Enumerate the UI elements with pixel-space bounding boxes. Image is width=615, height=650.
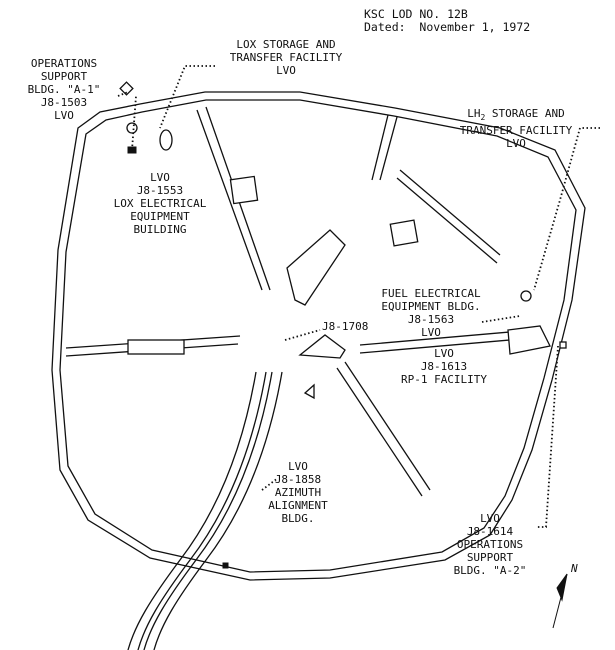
label-rp1-facility: LVO J8-1613 RP-1 FACILITY: [400, 347, 488, 386]
label-pad-center: J8-1708: [322, 320, 369, 333]
label-fuel-electrical: FUEL ELECTRICAL EQUIPMENT BLDG. J8-1563 …: [381, 287, 481, 339]
north-arrow: [552, 573, 568, 629]
label-ops-support-a2: LVO J8-1614 OPERATIONS SUPPORT BLDG. "A-…: [453, 512, 527, 577]
label-ops-support-a1: OPERATIONS SUPPORT BLDG. "A-1" J8-1503 L…: [27, 57, 101, 122]
label-lh2-storage: LH2 STORAGE AND TRANSFER FACILITY LVO: [459, 107, 573, 151]
perimeter-road: [51, 91, 586, 581]
leader-lines: [117, 65, 600, 528]
central-pad: [286, 229, 346, 400]
document-number: KSC LOD NO. 12B: [364, 7, 468, 21]
label-lox-electrical: LVO J8-1553 LOX ELECTRICAL EQUIPMENT BUI…: [113, 171, 207, 236]
internal-roads: [65, 106, 511, 497]
label-lox-storage: LOX STORAGE AND TRANSFER FACILITY LVO: [229, 38, 343, 77]
label-azimuth-alignment: LVO J8-1858 AZIMUTH ALIGNMENT BLDG.: [268, 460, 328, 525]
document-date: November 1, 1972Dated: November 1, 1972: [364, 20, 531, 34]
crawlerway: [127, 371, 283, 650]
north-label: N: [571, 562, 578, 575]
